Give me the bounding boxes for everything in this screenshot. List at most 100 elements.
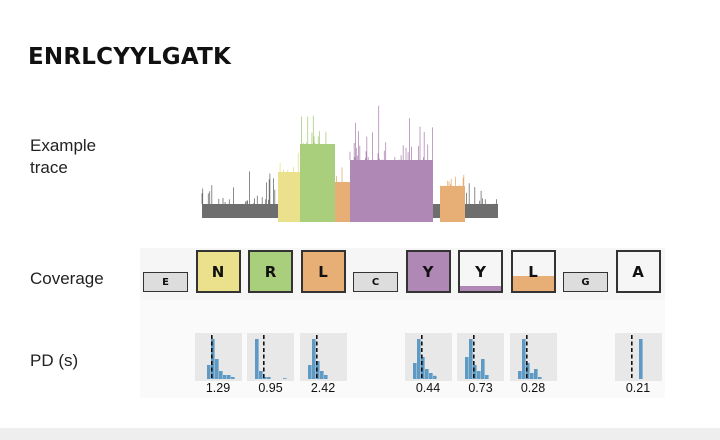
coverage-fill (460, 286, 501, 291)
peptide-title: ENRLCYYLGATK (28, 44, 231, 70)
trace-segment (335, 167, 350, 222)
pd-histogram (457, 333, 504, 381)
bottom-strip (0, 428, 720, 440)
pd-histogram (299, 333, 347, 381)
pd-histogram-bar (283, 378, 287, 379)
pd-histogram-bar (481, 359, 485, 379)
pd-histogram-bar (416, 339, 421, 379)
pd-value: 2.42 (310, 381, 336, 395)
coverage-box-n: N (195, 250, 241, 293)
pd-histogram-bar (218, 371, 223, 379)
pd-histogram-bar (206, 365, 211, 379)
pd-histogram-bar (255, 339, 259, 379)
pd-value: 0.73 (468, 381, 493, 395)
coverage-fill (144, 273, 187, 291)
example-trace-label: Example trace (30, 136, 97, 177)
coverage-box-l: L (300, 250, 346, 293)
pd-histogram-bar (469, 339, 473, 379)
pd-histogram-bar (517, 371, 522, 379)
pd-histogram-bar (230, 377, 235, 379)
coverage-box-a: A (615, 250, 661, 293)
pd-histogram-bar (319, 371, 324, 379)
pd-histogram-svg (465, 335, 489, 379)
coverage-box-r: R (248, 250, 293, 293)
pd-histogram-bar (432, 375, 437, 379)
coverage-residue-label: Y (422, 262, 434, 281)
coverage-fill (407, 252, 449, 291)
pd-histogram-bar (424, 369, 429, 379)
pd-histogram-svg (307, 335, 328, 379)
coverage-box-g: G (563, 272, 608, 292)
coverage-residue-label: G (581, 276, 590, 288)
pd-value: 0.44 (415, 381, 441, 395)
pd-value: 1.29 (205, 381, 231, 395)
pd-histogram-bar (485, 375, 489, 379)
coverage-fill (250, 252, 291, 291)
pd-histogram (247, 333, 294, 381)
coverage-box-c: C (353, 272, 398, 292)
coverage-box-y: Y (458, 250, 503, 293)
pd-histogram-bar (222, 375, 227, 379)
coverage-residue-label: A (632, 262, 644, 281)
coverage-label: Coverage (30, 269, 104, 288)
trace-segment (433, 204, 440, 218)
pd-histogram-bar (533, 369, 538, 379)
pd-histogram-bar (465, 357, 469, 379)
pd-histogram-bar (525, 363, 530, 379)
pd-histogram-svg (206, 335, 235, 379)
pd-value: 0.28 (520, 381, 546, 395)
pd-histogram-bar (311, 339, 316, 379)
pd-histogram-bar (214, 359, 219, 379)
pd-histogram-bar (638, 339, 643, 379)
pd-histogram-bar (537, 377, 542, 379)
trace-segment (278, 152, 300, 222)
pd-histogram-bar (323, 375, 328, 379)
pd-histogram (509, 333, 557, 381)
pd-histogram-bar (477, 371, 481, 379)
pd-histogram-svg (255, 335, 287, 379)
pd-histogram-bar (267, 377, 271, 379)
pd-histogram-svg (630, 335, 643, 379)
pd-histogram (614, 333, 662, 381)
pd-histogram-bar (259, 371, 263, 379)
pd-histogram-bar (420, 357, 425, 379)
pd-histogram-svg (517, 335, 542, 379)
trace-segment (300, 115, 335, 222)
pd-histogram-bar (412, 363, 417, 379)
trace-segment (465, 183, 498, 218)
coverage-residue-label: Y (475, 262, 486, 281)
coverage-fill (197, 252, 239, 291)
pd-histogram (404, 333, 452, 381)
pd-histogram-svg (412, 335, 437, 379)
coverage-box-l: L (510, 250, 556, 293)
coverage-residue-label: N (211, 262, 225, 281)
trace-segment (349, 105, 433, 222)
example-trace-plot (201, 105, 498, 222)
trace-segment (439, 174, 465, 222)
coverage-residue-label: L (318, 262, 328, 281)
coverage-fill (512, 276, 554, 291)
coverage-fill (354, 273, 397, 291)
coverage-residue-label: E (162, 276, 169, 288)
pd-histogram-bar (428, 373, 433, 379)
pd-value: 0.95 (258, 381, 283, 395)
coverage-residue-label: C (371, 276, 380, 288)
pd-histogram (194, 333, 242, 381)
pd-histogram-bar (521, 339, 526, 379)
pd-histogram-bar (226, 375, 231, 379)
pd-histogram-bar (473, 365, 477, 379)
coverage-residue-label: L (528, 262, 538, 281)
coverage-box-y: Y (405, 250, 451, 293)
pd-label: PD (s) (30, 351, 79, 370)
pd-histogram-bar (315, 361, 320, 379)
pd-histogram-bar (210, 339, 215, 379)
coverage-fill (564, 273, 607, 291)
trace-segment (201, 171, 278, 218)
pd-histogram-bar (529, 373, 534, 379)
pd-histogram-bar (307, 365, 312, 379)
coverage-fill (302, 252, 344, 291)
coverage-box-e: E (143, 272, 188, 292)
pd-value: 0.21 (625, 381, 651, 395)
coverage-residue-label: R (264, 262, 277, 281)
pd-histogram-bar (263, 377, 267, 379)
